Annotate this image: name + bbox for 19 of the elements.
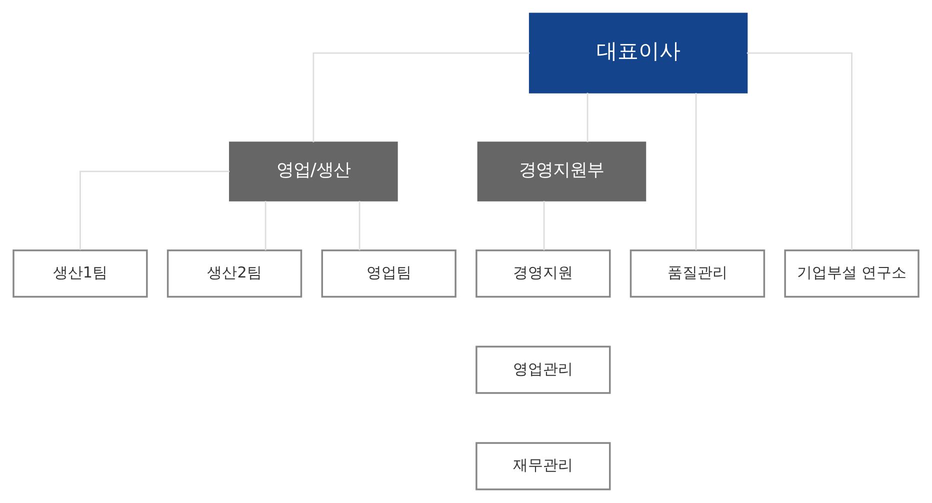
connector [312,52,530,142]
node-box: 영업/생산 [229,142,398,202]
node-box: 기업부설 연구소 [784,249,920,298]
connector [543,200,545,250]
connector [586,92,588,142]
connector [358,200,360,250]
node-box: 재무관리 [476,442,611,490]
node-box: 품질관리 [630,249,766,298]
node-box: 경영지원부 [477,142,646,202]
connector [80,170,230,250]
node-box: 생산1팀 [12,249,148,298]
node-box: 대표이사 [528,12,748,94]
connector [746,52,852,250]
connector [695,93,697,250]
connector [264,200,266,250]
node-box: 생산2팀 [166,249,302,298]
node-box: 영업관리 [476,346,611,394]
node-box: 경영지원 [476,249,611,298]
node-box: 영업팀 [321,249,456,298]
